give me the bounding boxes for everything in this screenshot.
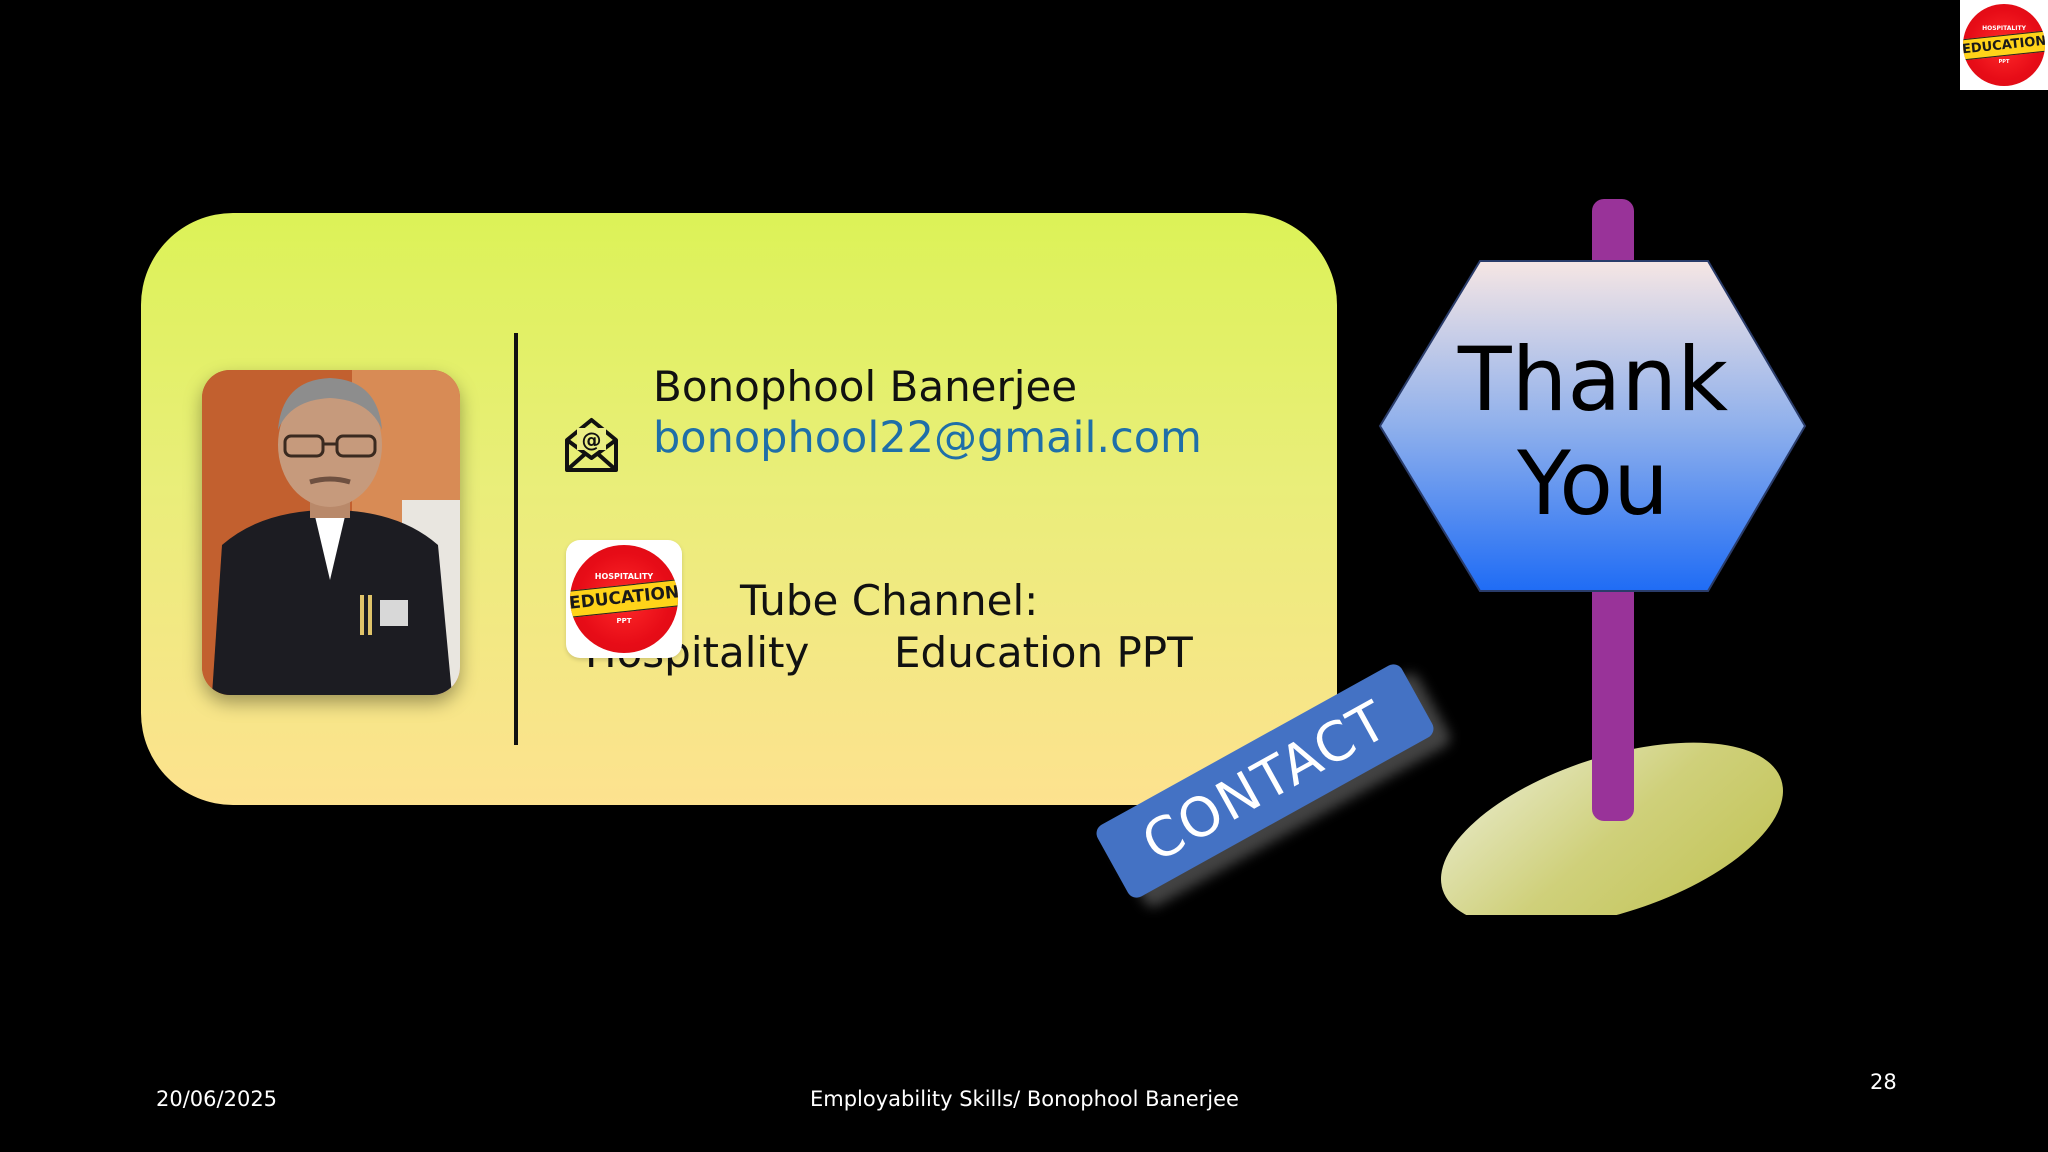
sign-text-line1: Thank xyxy=(1457,328,1729,431)
profile-photo xyxy=(202,370,460,695)
card-divider xyxy=(514,333,518,745)
contact-name: Bonophool Banerjee xyxy=(653,362,1078,411)
logo-top-text: HOSPITALITY xyxy=(1982,24,2026,32)
channel-logo-bottom-text: PPT xyxy=(616,617,632,625)
logo-bottom-text: PPT xyxy=(1998,58,2010,65)
slide-number: 28 xyxy=(1870,1070,1897,1094)
thank-you-sign xyxy=(1378,199,1807,915)
channel-logo-top-text: HOSPITALITY xyxy=(594,572,654,581)
brand-logo: HOSPITALITY EDUCATION PPT xyxy=(1960,0,2048,90)
channel-logo-badge: HOSPITALITY EDUCATION PPT xyxy=(570,545,678,653)
channel-label: Tube Channel: xyxy=(740,576,1039,625)
footer-date: 20/06/2025 xyxy=(156,1087,278,1111)
channel-logo-mid-text: EDUCATION xyxy=(570,578,678,619)
logo-mid-text: EDUCATION xyxy=(1963,29,2045,61)
channel-name-part2: Education PPT xyxy=(894,628,1193,677)
channel-logo: HOSPITALITY EDUCATION PPT xyxy=(566,540,682,658)
footer-title: Employability Skills/ Bonophool Banerjee xyxy=(810,1087,1239,1111)
sign-text: Thank You xyxy=(1378,328,1808,536)
sign-base xyxy=(1441,742,1783,915)
envelope-at-icon: @ xyxy=(563,416,620,474)
sign-text-line2: You xyxy=(1517,432,1669,535)
svg-text:@: @ xyxy=(582,428,602,452)
logo-badge: HOSPITALITY EDUCATION PPT xyxy=(1963,4,2045,86)
sign-board xyxy=(1378,260,1807,592)
contact-email-link[interactable]: bonophool22@gmail.com xyxy=(653,413,1202,463)
